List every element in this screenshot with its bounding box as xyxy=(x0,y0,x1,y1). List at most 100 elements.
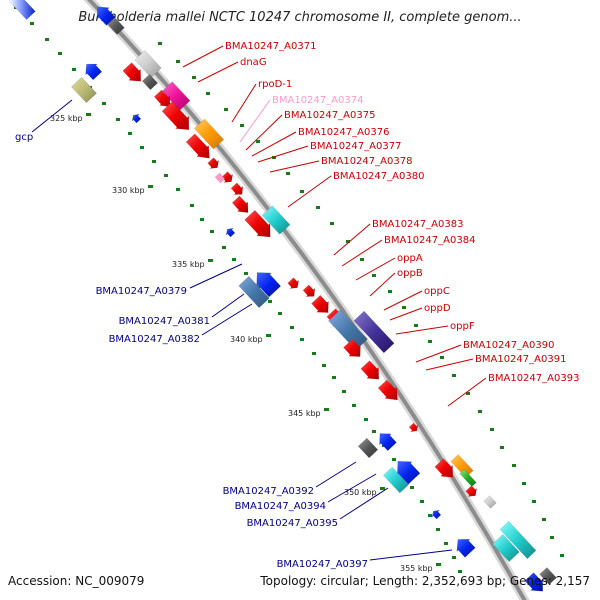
forward-gene-arrow[interactable] xyxy=(311,294,329,313)
reverse-gene-arrow[interactable] xyxy=(256,272,282,298)
ring-dash xyxy=(490,428,494,431)
forward-gene-label[interactable]: BMA10247_A0384 xyxy=(384,235,475,246)
reverse-gene-box[interactable] xyxy=(357,437,379,459)
forward-gene-arrow[interactable] xyxy=(465,485,478,497)
forward-gene-label[interactable]: dnaG xyxy=(240,57,267,68)
forward-gene-label[interactable]: BMA10247_A0380 xyxy=(333,171,424,182)
scale-tick-mark xyxy=(148,185,153,188)
forward-gene-label[interactable]: BMA10247_A0376 xyxy=(298,127,389,138)
forward-label-line xyxy=(447,377,487,407)
forward-gene-arrow[interactable] xyxy=(161,101,190,130)
scale-tick-mark xyxy=(436,563,441,566)
ring-dash xyxy=(192,76,196,79)
forward-gene-label[interactable]: oppF xyxy=(450,321,475,332)
reverse-gene-box[interactable] xyxy=(8,0,36,20)
ring-dash xyxy=(392,458,396,461)
forward-gene-label[interactable]: BMA10247_A0383 xyxy=(372,219,463,230)
reverse-gene-label[interactable]: BMA10247_A0397 xyxy=(277,559,368,570)
forward-gene-box[interactable] xyxy=(499,520,537,560)
reverse-gene-label[interactable]: BMA10247_A0392 xyxy=(223,486,314,497)
forward-gene-label[interactable]: BMA10247_A0390 xyxy=(463,340,554,351)
ring-dash xyxy=(240,124,244,127)
forward-gene-box[interactable] xyxy=(353,310,395,354)
forward-gene-label[interactable]: BMA10247_A0377 xyxy=(310,141,401,152)
ring-dash xyxy=(152,160,156,163)
forward-gene-arrow[interactable] xyxy=(408,422,419,433)
reverse-gene-label[interactable]: BMA10247_A0382 xyxy=(109,334,200,345)
forward-gene-box[interactable] xyxy=(492,534,520,562)
reverse-label-line xyxy=(339,487,389,520)
forward-label-line xyxy=(395,325,449,335)
ring-dash xyxy=(210,230,214,233)
forward-gene-label[interactable]: BMA10247_A0393 xyxy=(488,373,579,384)
forward-gene-box[interactable] xyxy=(141,73,159,91)
forward-gene-label[interactable]: oppC xyxy=(424,286,450,297)
reverse-gene-box[interactable] xyxy=(71,76,97,104)
forward-gene-arrow[interactable] xyxy=(360,360,380,380)
forward-gene-box[interactable] xyxy=(214,172,226,184)
reverse-gene-box[interactable] xyxy=(238,275,270,309)
reverse-gene-label[interactable]: gcp xyxy=(15,132,33,143)
reverse-gene-label[interactable]: BMA10247_A0381 xyxy=(119,316,210,327)
forward-gene-label[interactable]: oppA xyxy=(397,253,423,264)
ring-dash xyxy=(316,206,320,209)
gene-labels: BMA10247_A0371 dnaG rpoD-1BMA10247_A0374BM… xyxy=(15,41,579,570)
reverse-gene-arrow[interactable] xyxy=(225,227,236,238)
scale-tick-label: 340 kbp xyxy=(230,335,263,344)
forward-label-line xyxy=(383,290,423,311)
reverse-gene-label[interactable]: BMA10247_A0379 xyxy=(96,286,187,297)
forward-gene-arrow[interactable] xyxy=(185,133,210,159)
forward-gene-arrow[interactable] xyxy=(207,157,220,169)
forward-gene-arrow[interactable] xyxy=(343,338,361,357)
ring-dash xyxy=(272,156,276,159)
forward-gene-label[interactable]: BMA10247_A0375 xyxy=(284,110,375,121)
forward-gene-arrow[interactable] xyxy=(122,62,142,82)
forward-gene-arrow[interactable] xyxy=(287,277,300,289)
reverse-gene-arrow[interactable] xyxy=(96,6,116,26)
forward-gene-label[interactable]: BMA10247_A0371 xyxy=(225,41,316,52)
reverse-gene-label[interactable]: BMA10247_A0394 xyxy=(235,501,326,512)
forward-gene-arrow[interactable] xyxy=(230,182,244,195)
reverse-gene-arrow[interactable] xyxy=(379,433,397,452)
forward-label-line xyxy=(287,175,332,208)
reverse-label-line xyxy=(201,303,253,336)
ring-dash xyxy=(116,118,120,121)
forward-gene-box[interactable] xyxy=(193,118,225,150)
reverse-gene-arrow[interactable] xyxy=(456,538,476,558)
ring-dash xyxy=(440,356,444,359)
forward-gene-label[interactable]: rpoD-1 xyxy=(258,79,292,90)
forward-gene-label[interactable]: oppD xyxy=(424,303,451,314)
forward-gene-label[interactable]: oppB xyxy=(397,268,423,279)
ring-dash xyxy=(158,42,162,45)
reverse-gene-box[interactable] xyxy=(107,17,125,35)
forward-gene-box[interactable] xyxy=(539,567,557,585)
reverse-gene-box[interactable] xyxy=(383,466,409,494)
forward-gene-arrow[interactable] xyxy=(231,195,249,213)
forward-gene-arrow[interactable] xyxy=(524,572,544,592)
reverse-gene-arrow[interactable] xyxy=(431,509,442,520)
reverse-gene-arrow[interactable] xyxy=(131,113,142,124)
ring-dash xyxy=(452,556,456,559)
ring-dash xyxy=(414,324,418,327)
ring-dash xyxy=(458,570,462,573)
reverse-gene-label[interactable]: BMA10247_A0395 xyxy=(247,518,338,529)
ring-dash xyxy=(364,418,368,421)
forward-gene-label[interactable]: BMA10247_A0378 xyxy=(321,156,412,167)
reverse-gene-arrow[interactable] xyxy=(85,63,103,81)
forward-gene-box[interactable] xyxy=(483,495,497,509)
ring-dash xyxy=(360,258,364,261)
ring-dash xyxy=(45,38,49,41)
forward-gene-arrow[interactable] xyxy=(244,209,271,238)
forward-label-line xyxy=(333,223,371,256)
forward-gene-label[interactable]: BMA10247_A0391 xyxy=(475,354,566,365)
forward-gene-box[interactable] xyxy=(261,205,291,235)
forward-gene-label[interactable]: BMA10247_A0374 xyxy=(272,95,363,106)
ring-dash xyxy=(232,258,236,261)
forward-gene-arrow[interactable] xyxy=(377,379,398,401)
scale-tick-label: 335 kbp xyxy=(172,260,205,269)
forward-gene-arrow[interactable] xyxy=(434,458,454,478)
forward-gene-arrow[interactable] xyxy=(302,284,316,297)
forward-gene-arrow[interactable] xyxy=(153,89,171,107)
